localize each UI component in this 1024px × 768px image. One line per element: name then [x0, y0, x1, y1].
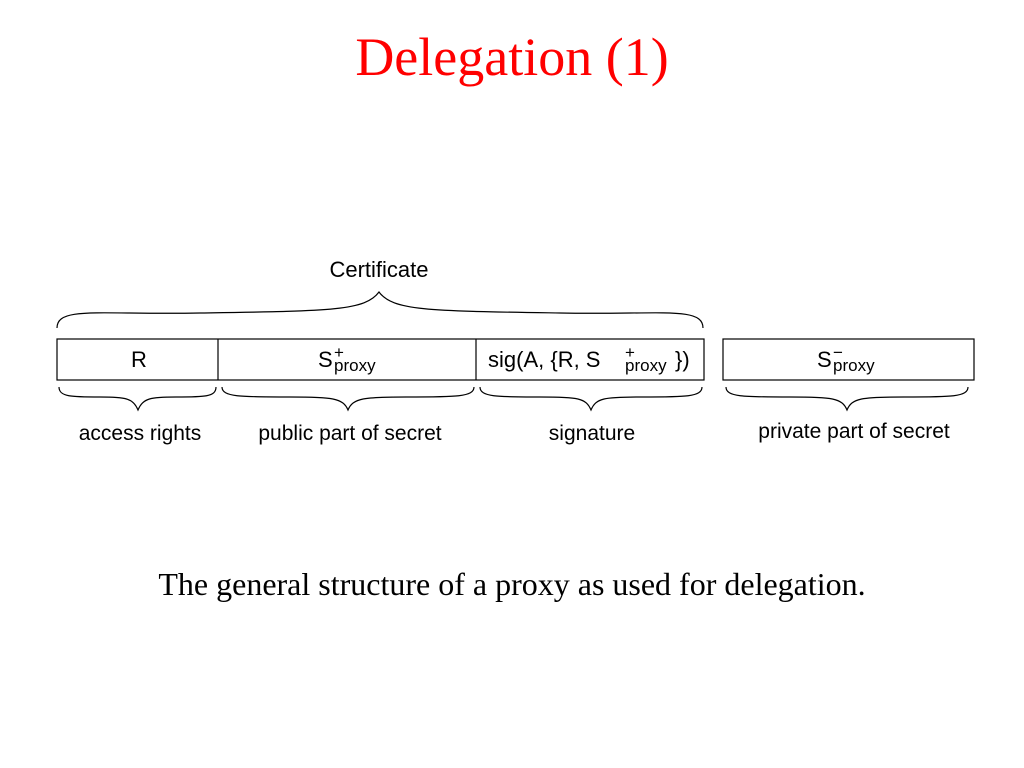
field-public-key-value: S: [318, 347, 333, 372]
private-part-label: private part of secret: [758, 420, 950, 443]
public-key-subscript: proxy: [334, 356, 376, 375]
slide-title: Delegation (1): [355, 27, 669, 87]
public-part-label: public part of secret: [258, 422, 441, 445]
access-rights-label: access rights: [79, 422, 202, 445]
slide-caption: The general structure of a proxy as used…: [158, 566, 866, 602]
certificate-box: [56, 338, 705, 381]
field-signature-value: sig(A, {R, S: [488, 347, 600, 372]
private-key-box: [722, 338, 975, 381]
private-key-superscript: −: [833, 343, 843, 362]
signature-subscript: proxy: [625, 356, 667, 375]
signature-suffix: }): [675, 347, 690, 372]
field-private-key-value: S: [817, 347, 832, 372]
certificate-brace: [56, 290, 704, 329]
private-key-subscript: proxy: [833, 356, 875, 375]
signature-label: signature: [549, 422, 635, 445]
public-key-superscript: +: [334, 343, 344, 362]
public-part-brace: [221, 386, 475, 412]
field-access-rights-value: R: [131, 347, 147, 372]
certificate-label: Certificate: [329, 257, 428, 282]
access-rights-brace: [58, 386, 217, 412]
signature-brace: [479, 386, 703, 412]
private-part-brace: [725, 386, 969, 412]
signature-superscript: +: [625, 343, 635, 362]
